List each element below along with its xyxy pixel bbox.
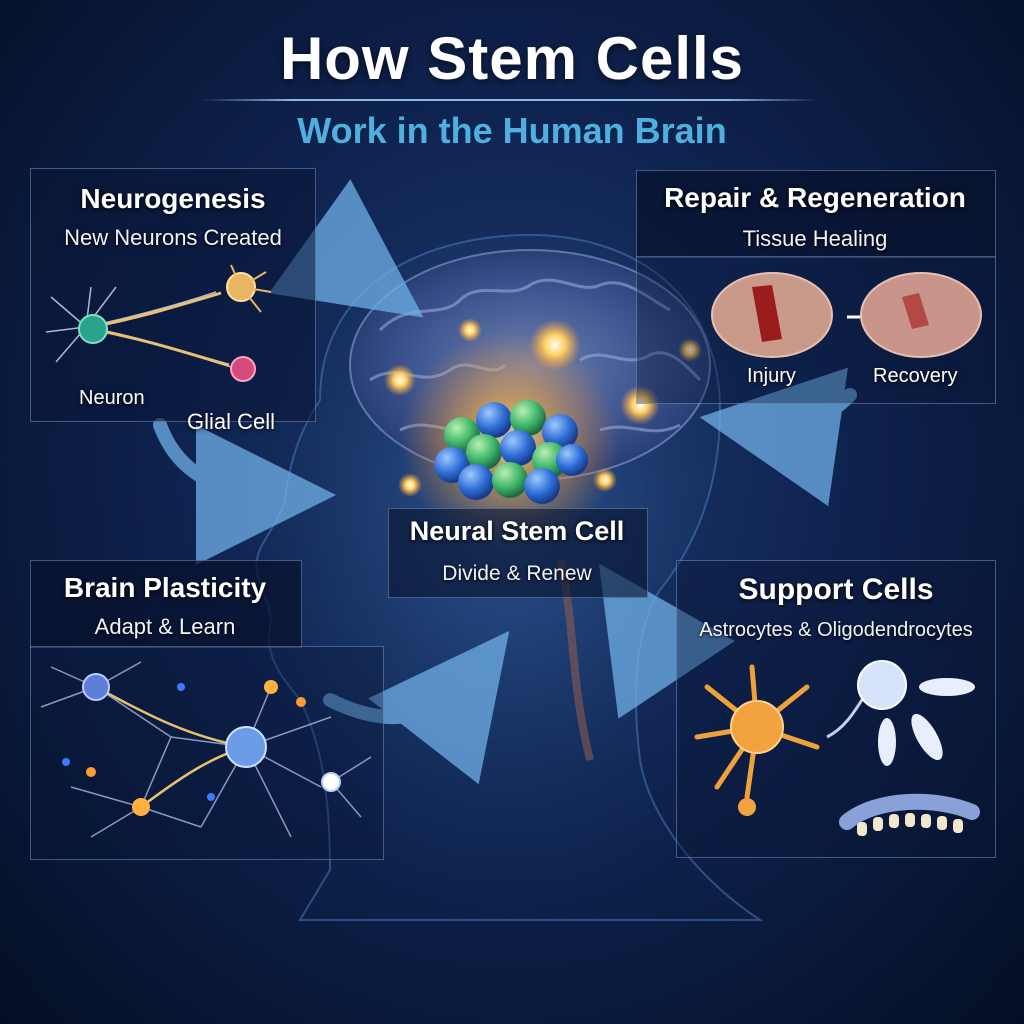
- plasticity-panel: [30, 646, 384, 860]
- neural-stem-cell-cluster: [434, 400, 588, 504]
- recovery-label: Recovery: [873, 365, 958, 387]
- center-subtitle: Divide & Renew: [442, 562, 592, 585]
- neurogenesis-panel: Neurogenesis New Neurons Created Neuron …: [30, 168, 316, 434]
- repair-subtitle: Tissue Healing: [742, 226, 888, 251]
- plasticity-header-box: [30, 560, 302, 648]
- arrow-plasticity-to-head: [323, 630, 510, 785]
- page-title: How Stem Cells: [279, 25, 745, 92]
- neural-network-illustration: [40, 661, 372, 838]
- plasticity-subtitle: Adapt & Learn: [94, 614, 236, 639]
- neuron-label: Neuron: [79, 387, 145, 409]
- support-subtitle: Astrocytes & Oligodendrocytes: [699, 619, 973, 641]
- repair-panel: Injury Recovery: [636, 256, 996, 404]
- brain-injury-recovery-illustration: [711, 272, 982, 358]
- neuron-glial-illustration: [45, 264, 272, 382]
- arrow-repair-to-brain: [699, 367, 857, 507]
- glial-cell-label: Glial Cell: [187, 409, 276, 434]
- repair-title: Repair & Regeneration: [664, 182, 966, 213]
- neurogenesis-subtitle: New Neurons Created: [64, 225, 282, 250]
- title-divider: [200, 99, 820, 101]
- stem-cell-label-box: [388, 508, 648, 598]
- plasticity-title: Brain Plasticity: [63, 572, 267, 603]
- page-subtitle: Work in the Human Brain: [297, 110, 727, 151]
- arrow-support-to-center: [598, 563, 735, 719]
- support-panel: Support Cells Astrocytes & Oligodendrocy…: [676, 560, 996, 858]
- center-title: Neural Stem Cell: [409, 516, 625, 546]
- arrow-neurogenesis-to-head: [153, 418, 336, 565]
- neurogenesis-title: Neurogenesis: [80, 183, 266, 214]
- support-title: Support Cells: [738, 573, 934, 606]
- repair-header-box: [636, 170, 996, 258]
- injury-label: Injury: [747, 365, 796, 387]
- astrocyte-oligodendrocyte-illustration: [694, 660, 980, 836]
